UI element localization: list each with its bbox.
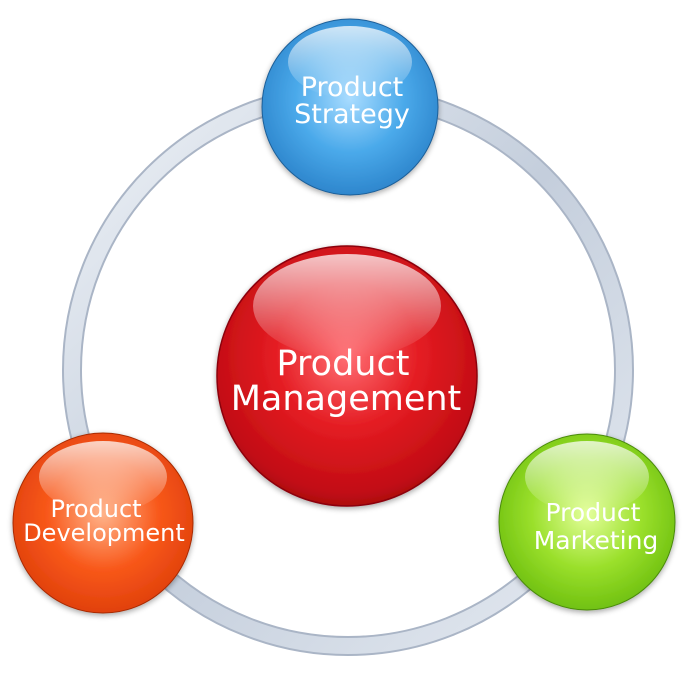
node-marketing-line1: Product bbox=[546, 498, 641, 527]
node-marketing-line2: Marketing bbox=[534, 526, 659, 555]
node-management-line1: Product bbox=[277, 344, 410, 384]
node-product-development: Product Development bbox=[12, 432, 194, 614]
node-strategy-gloss bbox=[288, 26, 412, 98]
node-development-line1: Product bbox=[50, 495, 141, 523]
node-strategy-line1: Product bbox=[301, 72, 404, 103]
node-management-gloss bbox=[253, 254, 441, 358]
node-product-marketing: Product Marketing bbox=[498, 433, 676, 611]
node-marketing-gloss bbox=[525, 441, 649, 513]
node-product-strategy: Product Strategy bbox=[261, 18, 439, 196]
node-product-management: Product Management bbox=[216, 245, 478, 507]
node-development-line2: Development bbox=[23, 519, 185, 547]
node-development-gloss bbox=[39, 441, 167, 513]
node-strategy-line2: Strategy bbox=[294, 99, 410, 130]
node-management-line2: Management bbox=[231, 379, 462, 419]
